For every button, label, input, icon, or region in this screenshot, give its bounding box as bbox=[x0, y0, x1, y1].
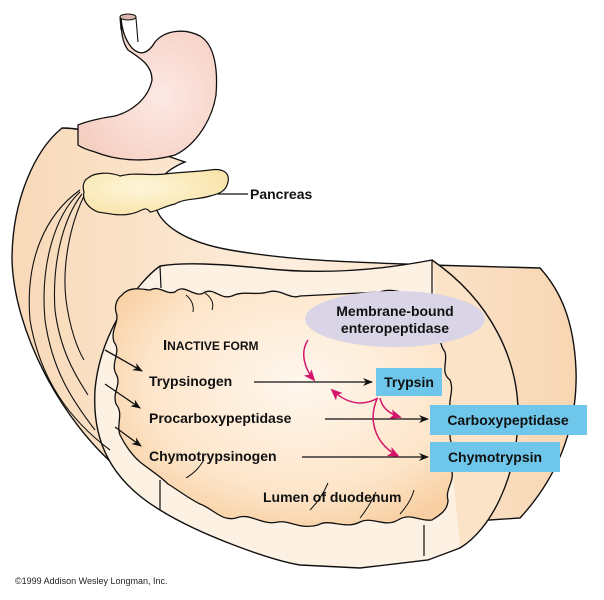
esophagus bbox=[119, 17, 139, 43]
pancreas-label: Pancreas bbox=[250, 186, 312, 202]
pancreatic-duct bbox=[64, 195, 85, 361]
fold-line bbox=[399, 489, 415, 515]
carboxypeptidase-box bbox=[430, 405, 587, 435]
trypsin-box bbox=[376, 368, 442, 396]
esophagus-opening bbox=[119, 13, 137, 21]
duct-arrow-chymotrypsinogen bbox=[114, 426, 142, 447]
duct-arrow-procarboxypeptidase bbox=[104, 383, 141, 409]
procarboxypeptidase-label: Procarboxypeptidase bbox=[149, 410, 292, 426]
stomach bbox=[77, 17, 218, 161]
trypsin-to-chymotrypsin-arrow bbox=[372, 398, 400, 457]
trypsin-to-carboxypeptidase-arrow bbox=[379, 397, 402, 419]
carboxypeptidase-label: Carboxypeptidase bbox=[447, 412, 569, 428]
pancreatic-duct bbox=[28, 189, 111, 451]
enteropeptidase-activation-arrow bbox=[302, 339, 316, 382]
enteropeptidase-label-line1: Membrane-bound bbox=[336, 303, 453, 319]
duct-arrow-trypsinogen bbox=[104, 349, 143, 372]
pancreatic-duct bbox=[43, 191, 96, 431]
seam-line-top-left bbox=[159, 265, 162, 289]
copyright-text: ©1999 Addison Wesley Longman, Inc. bbox=[15, 576, 168, 586]
pancreatic-duct bbox=[53, 193, 89, 396]
trypsin-label: Trypsin bbox=[384, 374, 434, 390]
chymotrypsinogen-label: Chymotrypsinogen bbox=[149, 448, 277, 464]
duodenum-lumen bbox=[112, 287, 454, 528]
enteropeptidase-label-line2: enteropeptidase bbox=[341, 320, 449, 336]
trypsinogen-label: Trypsinogen bbox=[149, 373, 232, 389]
pancreas bbox=[82, 168, 229, 216]
chymotrypsin-box bbox=[430, 442, 560, 472]
fold-line bbox=[204, 292, 214, 311]
trypsin-autoactivation-arrow bbox=[330, 388, 379, 404]
fold-line bbox=[185, 294, 194, 313]
inactive-form-heading: INACTIVE FORM bbox=[163, 337, 259, 354]
fold-line bbox=[309, 482, 329, 511]
fold-line bbox=[185, 459, 205, 479]
lumen-label: Lumen of duodenum bbox=[263, 489, 401, 505]
enteropeptidase-oval bbox=[305, 291, 485, 347]
fold-line bbox=[359, 491, 377, 519]
chymotrypsin-label: Chymotrypsin bbox=[448, 449, 542, 465]
